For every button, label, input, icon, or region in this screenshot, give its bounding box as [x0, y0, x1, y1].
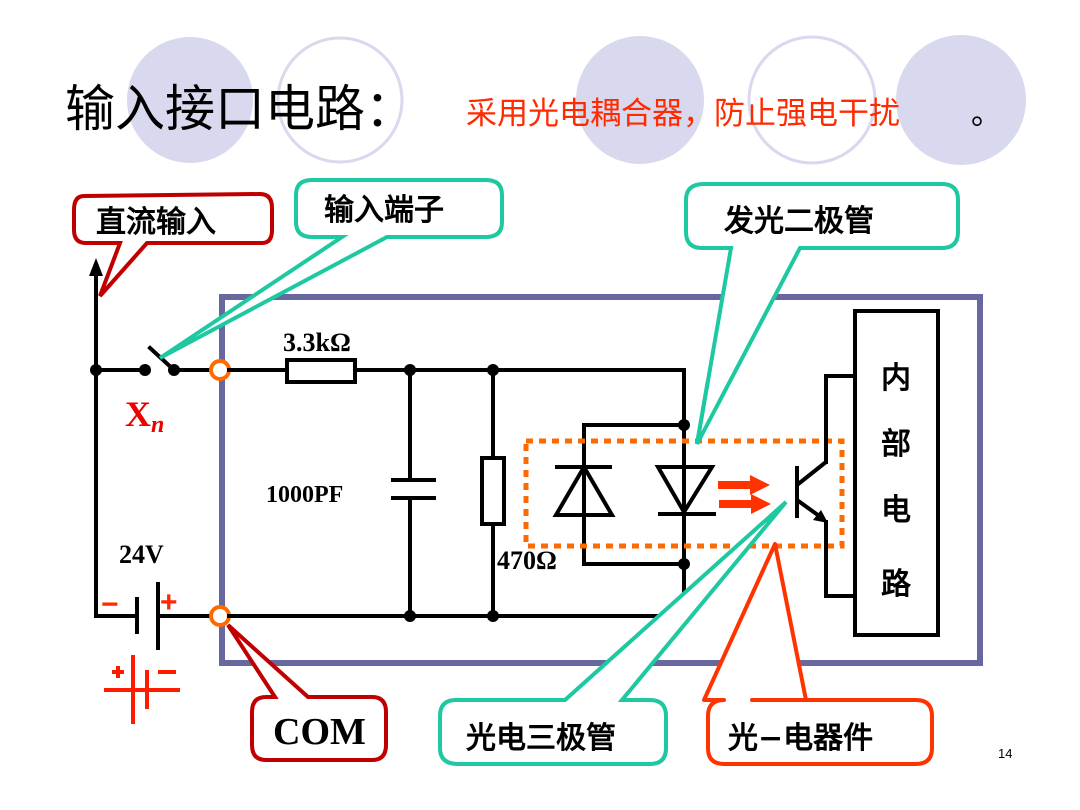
svg-text:直流输入: 直流输入 [96, 205, 216, 240]
junction-node [404, 610, 416, 622]
junction-node [90, 364, 102, 376]
voltage-label: 24V [119, 540, 164, 569]
resistor-470-label: 470Ω [497, 546, 557, 575]
com-terminal[interactable] [209, 605, 231, 627]
junction-node [404, 364, 416, 376]
junction-node [678, 558, 690, 570]
led-diode [654, 465, 716, 516]
internal-circuit-block [853, 309, 940, 637]
callout-led: 发光二极管 [684, 182, 960, 445]
module-frame [219, 294, 983, 666]
battery-24v [135, 582, 160, 650]
optocoupler-boundary [523, 438, 845, 549]
svg-text:COM: COM [273, 711, 366, 753]
callout-opto-device: 光−电器件 [702, 542, 934, 766]
input-terminal[interactable] [209, 359, 231, 381]
light-arrows-icon [718, 475, 771, 514]
callout-com: COM [226, 623, 388, 762]
junction-node [487, 610, 499, 622]
decor-circle-filled [576, 36, 704, 164]
svg-text:发光二极管: 发光二极管 [723, 204, 874, 239]
protection-diode [552, 463, 616, 517]
slide-subtitle: 采用光电耦合器，防止强电干扰 [466, 96, 900, 132]
resistor-3k3-label: 3.3kΩ [283, 328, 351, 357]
callout-input-terminal: 输入端子 [158, 178, 504, 360]
battery-minus-sign: − [101, 588, 119, 621]
svg-text:光−电器件: 光−电器件 [728, 721, 873, 756]
svg-text:输入端子: 输入端子 [324, 193, 444, 228]
callout-dc-input: 直流输入 [72, 191, 274, 298]
decor-circle-filled [896, 35, 1026, 165]
capacitor-1000pf [391, 478, 436, 500]
capacitor-label: 1000PF [266, 482, 343, 508]
switch-label: Xn [125, 394, 164, 438]
decorative-circles [127, 35, 1026, 165]
external-wiring [89, 258, 214, 650]
decor-circle-outline [747, 35, 877, 165]
page-number: 14 [998, 746, 1012, 761]
resistor-3k3 [285, 358, 357, 384]
internal-circuit-char: 路 [881, 567, 912, 602]
internal-circuit-char: 部 [881, 427, 911, 462]
callout-phototransistor: 光电三极管 [438, 500, 788, 766]
internal-circuit-char: 内 [881, 361, 911, 396]
internal-circuit-char: 电 [881, 493, 911, 528]
alt-battery-symbol [104, 655, 180, 724]
battery-plus-sign: + [160, 586, 178, 619]
resistor-470 [480, 456, 506, 526]
junction-node [678, 419, 690, 431]
slide-title: 输入接口电路： [65, 80, 415, 138]
arrow-up-icon [89, 258, 103, 276]
svg-text:光电三极管: 光电三极管 [466, 721, 616, 756]
internal-wiring [227, 358, 690, 622]
decor-circle-filled [127, 37, 253, 163]
decor-circle-outline [276, 36, 404, 164]
callout-led-pointer [695, 379, 710, 445]
junction-node [487, 364, 499, 376]
phototransistor [795, 374, 857, 598]
slide-subtitle-period: 。 [971, 96, 1002, 132]
